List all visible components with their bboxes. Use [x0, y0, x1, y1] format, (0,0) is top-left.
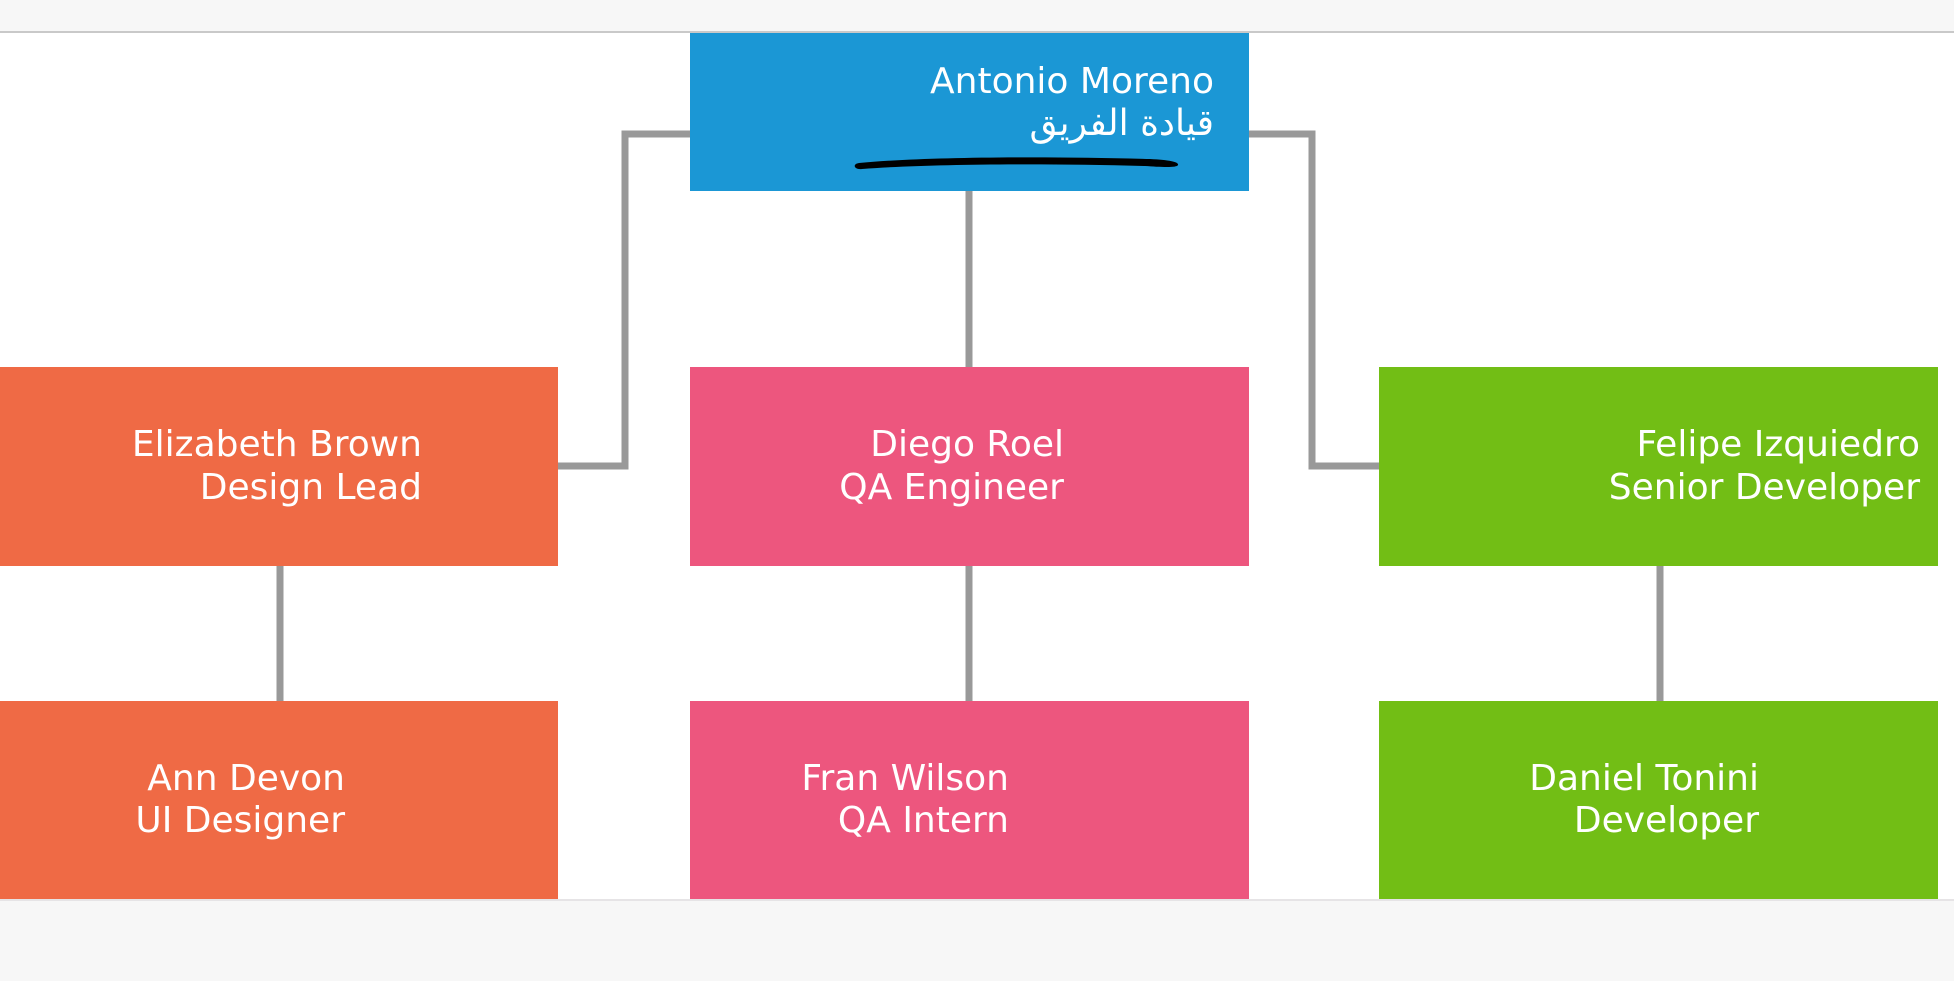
org-node-root[interactable]: Antonio Moreno قيادة الفريق [690, 33, 1249, 191]
edge-root-to-design-lead [558, 130, 690, 470]
org-node-qa-intern-name: Fran Wilson [801, 757, 1009, 799]
org-node-qa-engineer-role: QA Engineer [839, 466, 1064, 508]
bottom-chrome-band [0, 899, 1954, 981]
org-node-root-subtitle: قيادة الفريق [1029, 103, 1214, 145]
org-node-qa-engineer[interactable]: Diego Roel QA Engineer [690, 367, 1249, 566]
org-node-qa-intern-role: QA Intern [837, 800, 1009, 841]
org-node-design-lead-role: Design Lead [199, 466, 422, 508]
org-node-senior-developer-role: Senior Developer [1608, 466, 1920, 508]
org-node-senior-developer-name: Felipe Izquiedro [1636, 424, 1920, 466]
org-node-qa-engineer-name: Diego Roel [870, 424, 1064, 466]
org-node-developer-name: Daniel Tonini [1529, 757, 1759, 799]
org-node-ui-designer-name: Ann Devon [147, 757, 345, 799]
org-chart-canvas: Antonio Moreno قيادة الفريق Elizabeth Br… [0, 33, 1954, 899]
org-node-design-lead[interactable]: Elizabeth Brown Design Lead [0, 367, 558, 566]
org-node-developer-role: Developer [1573, 800, 1759, 841]
edge-root-to-senior-developer [1249, 130, 1379, 470]
org-node-ui-designer-role: UI Designer [135, 800, 345, 841]
org-node-senior-developer[interactable]: Felipe Izquiedro Senior Developer [1379, 367, 1938, 566]
org-node-qa-intern[interactable]: Fran Wilson QA Intern [690, 701, 1249, 899]
org-node-ui-designer[interactable]: Ann Devon UI Designer [0, 701, 558, 899]
org-node-root-name: Antonio Moreno [930, 61, 1214, 102]
connector-lines [276, 130, 1664, 701]
org-node-developer[interactable]: Daniel Tonini Developer [1379, 701, 1938, 899]
org-node-design-lead-name: Elizabeth Brown [131, 424, 422, 466]
top-chrome-band [0, 0, 1954, 33]
